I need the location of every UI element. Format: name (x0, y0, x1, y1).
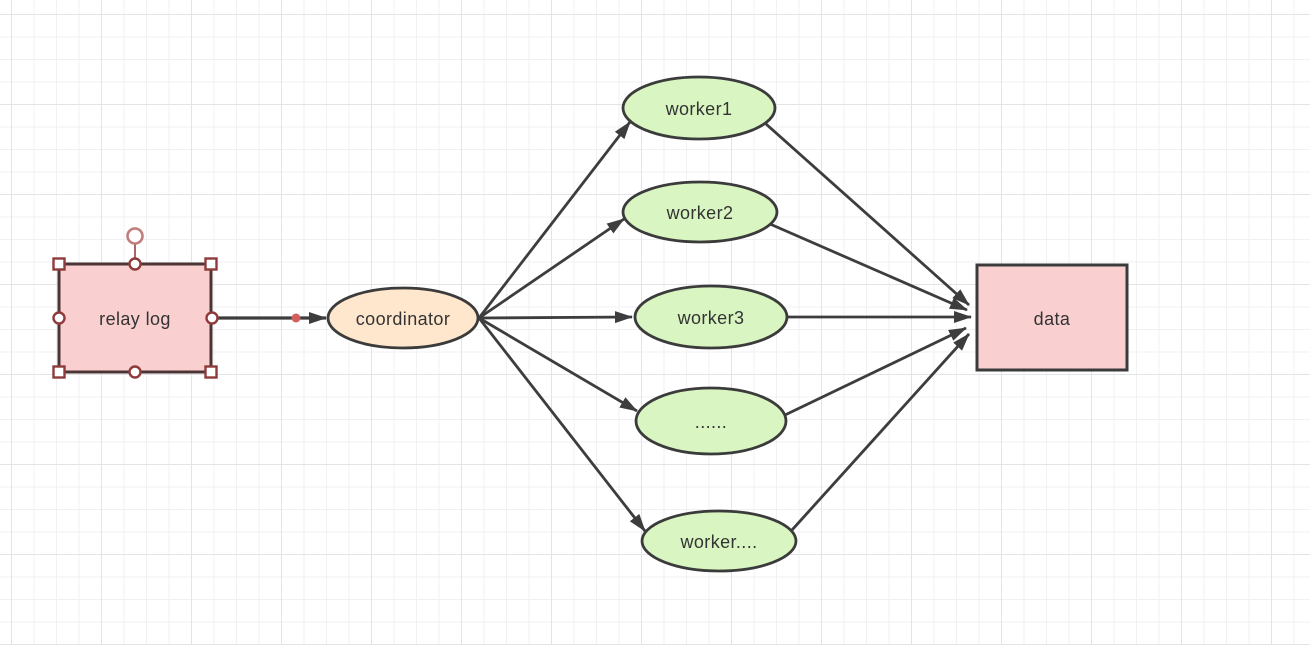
selection-handles (52, 227, 219, 379)
edge-coordinator-ellipsis[interactable] (478, 316, 638, 413)
worker3-label: worker3 (677, 308, 745, 328)
node-ellipsis[interactable]: ...... (634, 386, 788, 456)
edge-ellipsis-data[interactable] (784, 326, 967, 417)
node-data[interactable]: data (975, 263, 1129, 372)
relay-log-label: relay log (99, 309, 171, 329)
worker3-shape[interactable] (633, 284, 789, 350)
node-worker1[interactable]: worker1 (621, 75, 777, 141)
resize-handle-w[interactable] (52, 311, 66, 325)
edge-coordinator-worker3[interactable] (478, 311, 633, 324)
edge-waypoint-dot[interactable] (291, 313, 301, 323)
node-worker-n[interactable]: worker.... (640, 509, 798, 573)
worker2-shape[interactable] (621, 180, 779, 244)
edge-coordinator-workern[interactable] (477, 317, 647, 532)
worker1-shape[interactable] (621, 75, 777, 141)
data-label: data (1034, 309, 1071, 329)
edge-worker1-data[interactable] (765, 122, 970, 307)
node-worker3[interactable]: worker3 (633, 284, 789, 350)
node-worker2[interactable]: worker2 (621, 180, 779, 244)
ellipsis-shape[interactable] (634, 386, 788, 456)
edge-layer (213, 121, 972, 532)
resize-handle-nw[interactable] (52, 257, 66, 271)
node-coordinator[interactable]: coordinator (326, 286, 480, 350)
edge-worker2-data[interactable] (769, 222, 968, 312)
edge-workern-data[interactable] (790, 333, 971, 531)
resize-handle-sw[interactable] (52, 365, 66, 379)
resize-handle-ne[interactable] (204, 257, 218, 271)
edge-coordinator-worker1[interactable] (477, 121, 632, 319)
resize-handle-n[interactable] (128, 257, 142, 271)
resize-handle-s[interactable] (128, 365, 142, 379)
worker1-label: worker1 (665, 99, 733, 119)
worker2-label: worker2 (666, 203, 734, 223)
coordinator-shape[interactable] (326, 286, 480, 350)
resize-handle-se[interactable] (204, 365, 218, 379)
worker-n-shape[interactable] (640, 509, 798, 573)
edge-coordinator-worker2[interactable] (478, 217, 625, 320)
coordinator-label: coordinator (356, 309, 450, 329)
worker-n-label: worker.... (679, 532, 757, 552)
resize-handle-e[interactable] (205, 311, 219, 325)
node-relay-log[interactable]: relay log (57, 262, 213, 374)
rotate-handle[interactable] (126, 227, 144, 245)
ellipsis-label: ...... (695, 412, 727, 432)
data-shape[interactable] (975, 263, 1129, 372)
